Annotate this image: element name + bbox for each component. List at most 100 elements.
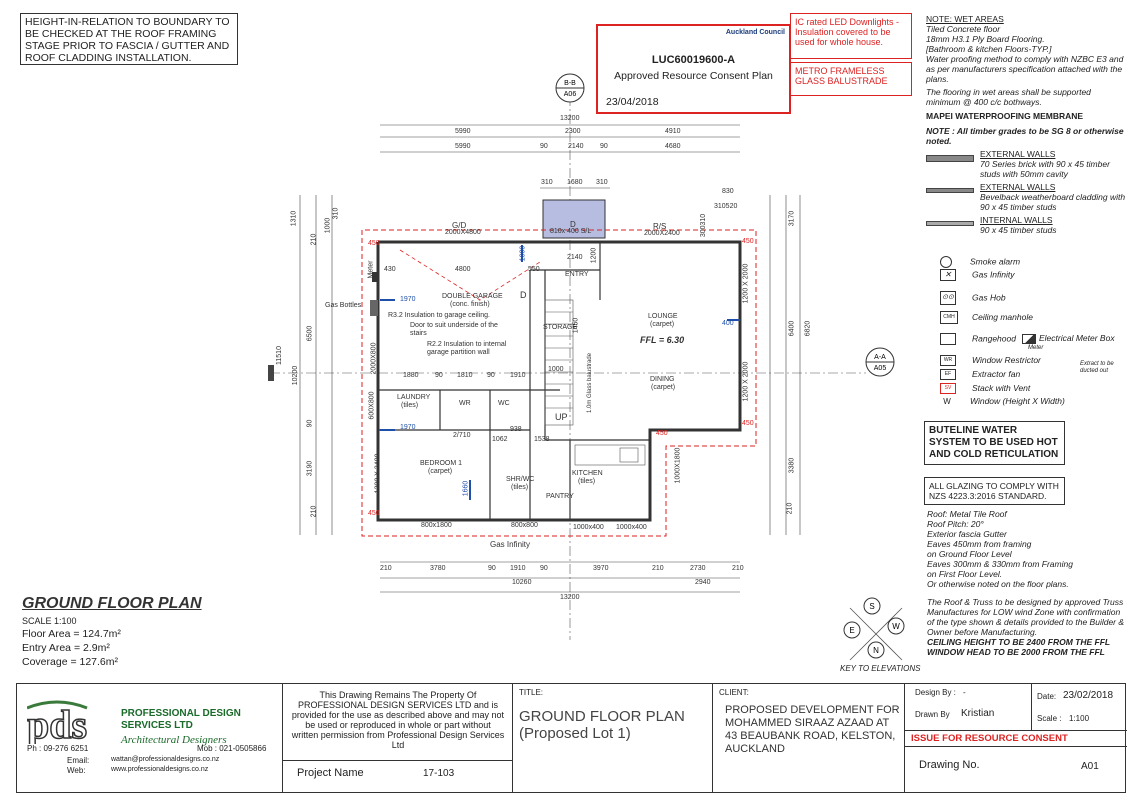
meter-box-label: Electrical Meter Box — [1022, 333, 1115, 344]
legend-rangehood: Rangehood Electrical Meter Box Meter — [940, 333, 1125, 355]
drawn-by-label: Drawn By — [915, 710, 950, 719]
dim-right-e: 210 — [786, 502, 794, 515]
inner-dim-22: 550 — [528, 266, 540, 273]
section-marker-aa: A-A A05 — [268, 347, 895, 381]
meter-sub-label: Meter — [1028, 345, 1044, 351]
smoke-alarm-icon — [940, 256, 952, 268]
issue-status: ISSUE FOR RESOURCE CONSENT — [911, 733, 1068, 744]
dim-top-2b: 90 — [540, 143, 548, 150]
ffl-label: FFL = 6.30 — [640, 335, 685, 345]
drawing-no-label: Drawing No. — [919, 759, 980, 771]
dim-left-a: 1310 — [290, 210, 298, 227]
dim-left-b: 6500 — [306, 325, 314, 342]
inner-dim-12: 450 — [656, 430, 668, 437]
room-kitchen: KITCHEN — [572, 470, 603, 477]
inner-dim-1: 1880 — [403, 372, 419, 379]
title-cell: TITLE: GROUND FLOOR PLAN (Proposed Lot 1… — [513, 684, 713, 792]
garage-door-label: G/D — [452, 221, 467, 230]
website[interactable]: www.professionaldesigns.co.nz — [111, 766, 209, 773]
membrane-note: MAPEI WATERPROOFING MEMBRANE — [926, 111, 1084, 121]
garage-door-size: 2000X4800 — [445, 229, 481, 236]
wet-line-3: [Bathroom & kitchen Floors-TYP.] — [926, 44, 1052, 54]
inner-dim-8: 4800 — [455, 266, 471, 273]
web-label: Web: — [67, 766, 86, 775]
dim-left-f: 210 — [310, 505, 318, 518]
legend-gas-hob: ⊙⊙Gas Hob — [940, 291, 1125, 311]
copyright-cell: This Drawing Remains The Property Of PRO… — [283, 684, 513, 792]
svg-text:pds: pds — [27, 702, 87, 744]
inner-dim-16: 938 — [510, 426, 522, 433]
room-laundry-sub: (tiles) — [401, 402, 419, 409]
svg-text:A05: A05 — [874, 365, 887, 372]
dim-top-total: 13200 — [560, 115, 580, 122]
dim-bottom-e: 90 — [540, 565, 548, 572]
room-lounge-sub: (carpet) — [650, 321, 675, 328]
copyright-text: This Drawing Remains The Property Of PRO… — [291, 690, 505, 750]
room-storage: STORAGE — [543, 324, 578, 331]
roof-note-3: Exterior fascia Gutter — [927, 529, 1007, 539]
glass-balustrade-label: 1.0m Glass balustrade — [587, 352, 594, 414]
ceiling-height-note: CEILING HEIGHT TO BE 2400 FROM THE FFL — [927, 637, 1111, 647]
inner-dim-15: 1660 — [462, 480, 470, 497]
dim-left-h: 210 — [310, 233, 318, 246]
room-pantry: PANTRY — [546, 493, 574, 500]
top-dimension-lines — [299, 124, 801, 593]
compass-e: E — [849, 626, 854, 635]
dim-small-c: 310 — [596, 179, 608, 186]
drawing-no-value: A01 — [1081, 761, 1099, 772]
roof-note-7: on First Floor Level. — [927, 569, 1003, 579]
window-800x800: 800x800 — [511, 522, 538, 529]
inner-dim-7: 1970 — [400, 424, 416, 431]
inner-dim-13: 450 — [742, 238, 754, 245]
dim-bottom-j: 10260 — [512, 579, 532, 586]
title-block: pds PROFESSIONAL DESIGN SERVICES LTD Arc… — [16, 683, 1127, 793]
entry-canopy — [542, 199, 606, 239]
inner-dim-3: 1810 — [457, 372, 473, 379]
plan-scale: SCALE 1:100 — [22, 616, 77, 626]
consent-stamp: Auckland Council LUC60019600-A Approved … — [596, 24, 791, 114]
inner-dim-21: 400 — [722, 320, 734, 327]
dim-left-d: 10200 — [292, 365, 300, 386]
inner-dim-27: 310520 — [714, 203, 738, 210]
window-800x1800: 800x1800 — [421, 522, 452, 529]
design-by-value: - — [963, 688, 966, 697]
dim-bottom-d: 1910 — [510, 565, 526, 572]
svg-text:A-A: A-A — [874, 354, 886, 361]
garage-note-3: R2.2 Insulation to internal garage parti… — [427, 341, 507, 356]
room-dining: DINING — [650, 376, 675, 383]
email[interactable]: wattan@professionaldesigns.co.nz — [111, 756, 220, 763]
client-text: PROPOSED DEVELOPMENT FOR MOHAMMED SIRAAZ… — [725, 704, 900, 755]
wet-line-5: The flooring in wet areas shall be suppo… — [926, 87, 1091, 107]
roof-note-4: Eaves 450mm from framing — [927, 539, 1032, 549]
dim-right-c: 6820 — [804, 320, 812, 337]
room-bedroom: BEDROOM 1 — [420, 460, 463, 467]
wet-areas-heading: NOTE: WET AREAS — [926, 14, 1004, 24]
inner-dim-5: 1910 — [510, 372, 526, 379]
legend-smoke: Smoke alarm — [940, 256, 1125, 269]
room-wc: WC — [498, 400, 510, 407]
rs-size: 2000X2400 — [644, 230, 680, 237]
design-by-label: Design By : — [915, 688, 956, 697]
skylight-label: 810x 400 S/L — [550, 228, 592, 235]
garage-note-2: Door to suit underside of the stairs — [410, 322, 498, 337]
door-2710-label: 2/710 — [453, 432, 471, 439]
gas-infinity-icon: ✕ — [940, 269, 956, 281]
inner-dim-19: 1450 — [572, 317, 580, 334]
company-name: PROFESSIONAL DESIGN SERVICES LTD — [121, 708, 241, 731]
gas-infinity-label: Gas Infinity — [490, 540, 531, 549]
floor-area: Floor Area = 124.7m² — [22, 628, 121, 640]
window-garage-side: 2000X800 — [370, 342, 378, 375]
scale-value: 1:100 — [1069, 714, 1090, 723]
inner-dim-2: 90 — [435, 372, 443, 379]
eaves-line — [361, 229, 757, 537]
legend-gas-infinity: ✕Gas Infinity — [940, 269, 1125, 291]
compass-w: W — [892, 622, 900, 631]
rs-label: R/S — [653, 222, 667, 231]
extractor-fan-icon: EF — [940, 369, 956, 381]
consent-date: 23/04/2018 — [606, 96, 659, 108]
